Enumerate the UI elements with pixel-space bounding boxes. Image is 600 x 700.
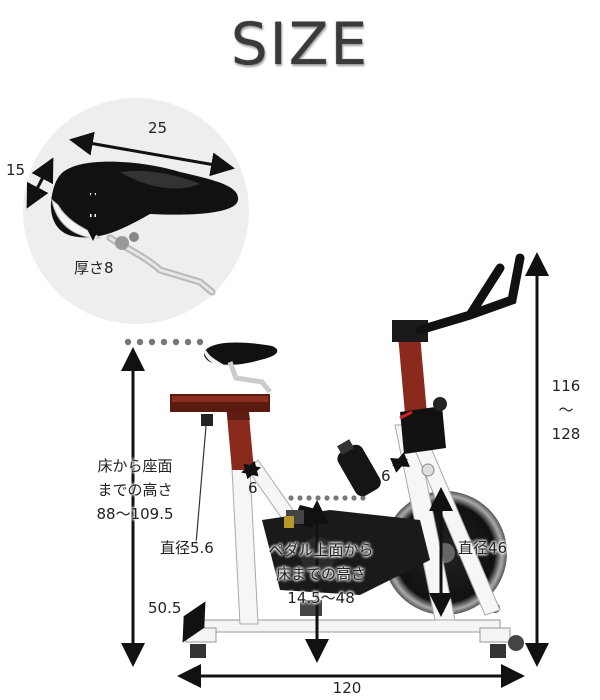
pedal-height-line2: 床までの高さ	[275, 565, 366, 583]
seat-post-gap-label: 6	[248, 479, 258, 497]
saddle-thickness-label: 厚さ8	[74, 259, 114, 277]
saddle-detail-circle	[23, 98, 249, 324]
seat-height-line3: 88～109.5	[96, 505, 174, 523]
seat-level-dots	[124, 338, 204, 346]
pedal-level-dots	[279, 495, 366, 501]
knob-leader-line	[195, 425, 207, 545]
total-height-mid-label: ～	[558, 401, 574, 419]
handle-post-gap-arrow	[390, 452, 410, 473]
total-length-label: 120	[332, 679, 362, 697]
saddle-width-label: 15	[6, 161, 26, 179]
page-title: SIZE	[230, 10, 370, 78]
seat-knob-diameter-label: 直径5.6	[160, 539, 214, 557]
pedal-height-line1: ペダル上面から	[268, 541, 374, 559]
flywheel-diameter-label: 直径46	[458, 539, 508, 557]
foot-width-label: 50.5	[148, 599, 182, 617]
total-height-bottom-label: 128	[551, 425, 581, 443]
seat-height-line2: までの高さ	[97, 481, 173, 499]
saddle-length-arrow	[69, 131, 235, 177]
saddle-width-arrow	[26, 157, 54, 209]
seat-height-line1: 床から座面	[97, 457, 173, 475]
foot-width-arrow	[182, 601, 206, 643]
handle-post-gap-label: 6	[381, 467, 391, 485]
saddle-length-label: 25	[148, 119, 168, 137]
total-height-top-label: 116	[551, 377, 581, 395]
seat-post-gap-arrow	[241, 460, 261, 480]
pedal-height-line3: 14.5～48	[287, 589, 355, 607]
